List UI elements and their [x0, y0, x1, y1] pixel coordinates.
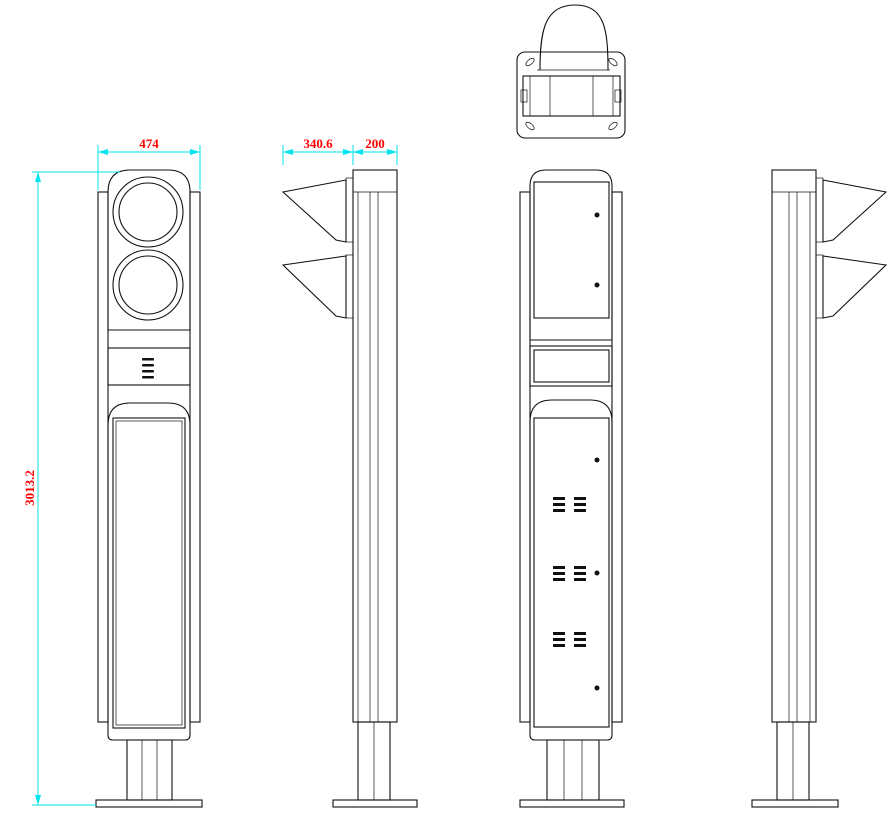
front-view	[95, 169, 203, 808]
dimension-width: 474	[97, 136, 201, 190]
vent-group-2	[553, 566, 586, 581]
dimension-column-depth-label: 200	[365, 136, 385, 151]
dimension-width-label: 474	[139, 136, 159, 151]
dimension-height-label: 3013.2	[22, 470, 37, 506]
side-view-right	[751, 169, 888, 808]
side-view-left	[281, 169, 418, 808]
top-view	[516, 4, 626, 139]
dimension-height: 3013.2	[22, 171, 120, 806]
vent-group-3	[553, 632, 586, 647]
rear-view	[519, 169, 625, 808]
dimension-visor-depth-label: 340.6	[303, 136, 333, 151]
vent-group-1	[553, 497, 586, 512]
dimension-visor-depth: 340.6 200	[282, 136, 398, 165]
